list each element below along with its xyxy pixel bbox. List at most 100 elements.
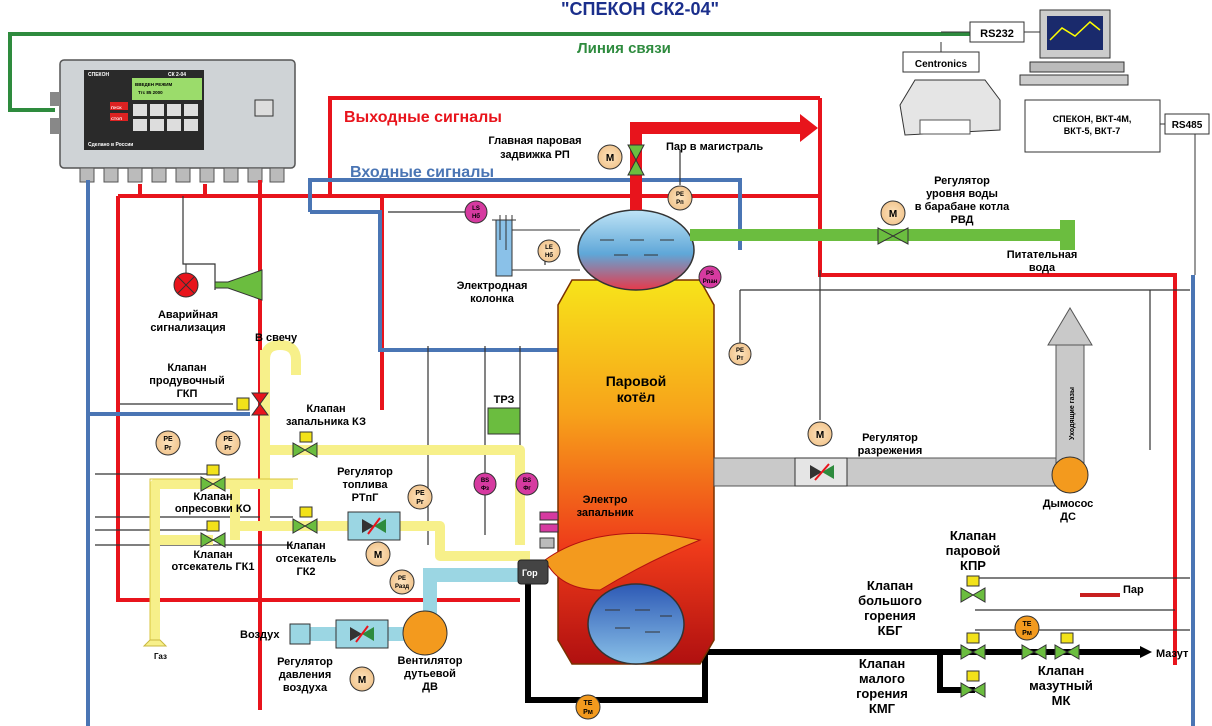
- sensor-bs2-b: Фг: [523, 486, 531, 492]
- sensor-pe-rt1: [728, 342, 752, 366]
- valve-icon-gk1: [200, 520, 226, 548]
- alarm-label-2: сигнализация: [150, 322, 225, 334]
- stop-button[interactable]: СТОП: [111, 116, 122, 121]
- blower-label-3: ДВ: [422, 681, 438, 693]
- sensor-ps-a: PS: [706, 271, 714, 277]
- valve-icon-main: [627, 144, 645, 176]
- centronics-label: Centronics: [915, 59, 968, 70]
- gkp-label-1: Клапан: [167, 362, 206, 374]
- rs485-label: RS485: [1172, 120, 1203, 131]
- sensor-ls-b: Нб: [472, 213, 480, 220]
- kbg-label-4: КБГ: [878, 623, 903, 638]
- valve-icon-ko: [200, 464, 226, 492]
- sensor-te-pm2-b: Рм: [1022, 630, 1032, 637]
- sensor-te-pm2: [1014, 615, 1040, 641]
- sensor-pe-rg3-a: PE: [415, 490, 425, 497]
- feed-water-label-1: Питательная: [1007, 249, 1078, 261]
- burner-label: Гор: [522, 568, 538, 578]
- mk-label-2: мазутный: [1029, 678, 1093, 693]
- lower-drum: [587, 583, 685, 665]
- devices-line1: СПЕКОН, ВКТ-4М,: [1053, 114, 1132, 124]
- sensor-ls-a: LS: [472, 206, 480, 212]
- motor-label-draft: M: [816, 430, 824, 441]
- gkp-label-2: продувочный: [149, 375, 224, 387]
- sensor-pe-razd: [389, 569, 415, 595]
- valve-icon-mk: [1054, 632, 1080, 660]
- sensor-ps: [698, 265, 722, 289]
- rtpg-label-2: топлива: [342, 479, 388, 491]
- exhaust-label: Уходящие газы: [1069, 387, 1076, 440]
- sensor-bs1-a: BS: [481, 478, 489, 484]
- start-button[interactable]: ПУСК: [111, 105, 122, 110]
- valve-icon-gkp: [251, 392, 269, 416]
- trz-label: ТРЗ: [494, 394, 515, 406]
- sensor-pe-rg3: [407, 484, 433, 510]
- rs232-label: RS232: [980, 28, 1014, 40]
- kpr-label-1: Клапан: [950, 528, 996, 543]
- blower-label-1: Вентилятор: [398, 655, 463, 667]
- rvd-label-3: в барабане котла: [915, 201, 1010, 213]
- steam-out-label: Пар в магистраль: [666, 141, 763, 153]
- lcd-line1: ВВЕДЕН РЕЖИМ: [135, 82, 173, 87]
- gk2-label-1: Клапан: [286, 540, 325, 552]
- air-reg-label-3: воздуха: [283, 682, 328, 694]
- trz-box: [487, 407, 521, 435]
- lcd-line2: Тгс 85 2000: [138, 90, 163, 95]
- valve-icon-gk2: [292, 506, 318, 534]
- gkp-label-3: ГКП: [177, 388, 198, 400]
- sensor-pe-rg1: [155, 430, 181, 456]
- blower-label-2: дутьевой: [404, 668, 456, 680]
- alarm-icon: [173, 264, 263, 301]
- air-label: Воздух: [240, 629, 280, 641]
- sensor-pe-rp-b: Рп: [676, 200, 684, 206]
- electrode-label-1: Электродная: [457, 280, 528, 292]
- gk2-label-2: отсекатель: [276, 553, 337, 565]
- sensor-ps-b: Рпан: [703, 279, 718, 285]
- controller-footer: Сделано в России: [88, 142, 133, 148]
- devices-box: [1024, 99, 1161, 153]
- sensor-pe-razd-b: Разд: [395, 584, 409, 590]
- sensor-le-a: LE: [545, 245, 553, 251]
- sensor-bs1-b: Фз: [481, 486, 489, 492]
- kmg-label-1: Клапан: [859, 656, 905, 671]
- steam-outlet: [630, 114, 818, 210]
- sensor-pe-rg2-b: Рг: [224, 445, 232, 452]
- mk-label-3: МК: [1052, 693, 1071, 708]
- main-valve-label-2: задвижка РП: [500, 149, 570, 161]
- regulator-icon-air: [335, 619, 389, 649]
- gk2-label-3: ГК2: [296, 566, 315, 578]
- comm-line-label: Линия связи: [577, 40, 671, 57]
- valve-icon-rvd: [877, 227, 909, 245]
- sensor-pe-rg3-b: Рг: [416, 499, 424, 506]
- draft-label-1: Регулятор: [862, 432, 918, 444]
- rvd-label-2: уровня воды: [926, 188, 998, 200]
- motor-icons: [349, 144, 906, 692]
- output-signal-lines: [116, 96, 1177, 710]
- gk1-label-1: Клапан: [193, 549, 232, 561]
- sensor-te-pm2-a: TE: [1023, 621, 1032, 628]
- air-reg-label-1: Регулятор: [277, 656, 333, 668]
- draft-label-2: разрежения: [858, 445, 923, 457]
- gkp-actuator: [236, 397, 250, 411]
- controller-panel: [50, 59, 296, 169]
- controller-model: СК 2-04: [168, 72, 186, 78]
- boiler-label-2: котёл: [617, 389, 656, 405]
- regulator-icon-rtpg: [347, 511, 401, 541]
- sensor-pe-rg1-a: PE: [163, 436, 173, 443]
- sensor-le: [537, 239, 561, 263]
- flue-gas-pipe: [713, 307, 1093, 494]
- sensor-te-pm1: [575, 694, 601, 720]
- sensor-le-b: Нб: [545, 252, 553, 259]
- valve-icon-kpr: [960, 575, 986, 603]
- sensor-pe-rp: [667, 185, 693, 211]
- output-signals-label: Выходные сигналы: [344, 109, 502, 126]
- valve-icon-mk2: [1021, 644, 1047, 660]
- igniter-label-2: запальник: [577, 507, 634, 519]
- feed-water-label-2: вода: [1029, 262, 1056, 274]
- comm-line: [8, 32, 970, 112]
- kbg-label-2: большого: [858, 593, 922, 608]
- electrode-column: [492, 215, 580, 277]
- kbg-label-1: Клапан: [867, 578, 913, 593]
- alarm-label-1: Аварийная: [158, 309, 218, 321]
